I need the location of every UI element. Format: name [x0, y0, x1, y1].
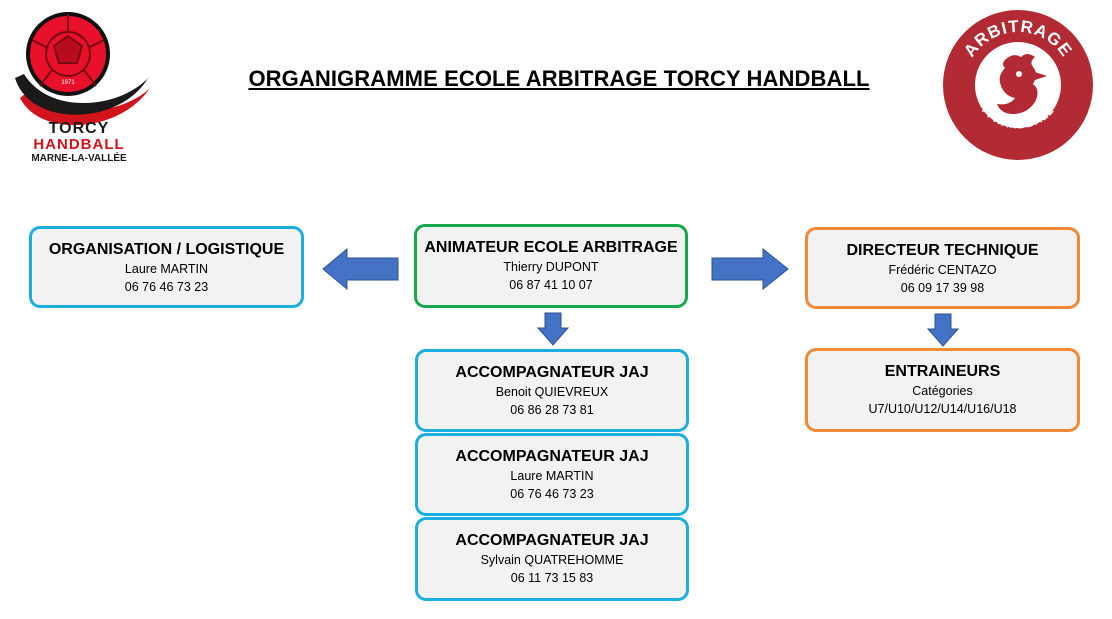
logo-year: 1971	[61, 80, 75, 86]
handball-ball-icon: 1971	[15, 12, 150, 126]
box-name: Frédéric CENTAZO	[888, 263, 997, 277]
box-categories-label: Catégories	[912, 384, 973, 398]
logo-torcy-text: TORCY	[48, 120, 110, 137]
box-name: Benoit QUIEVREUX	[495, 385, 609, 399]
box-phone: 06 86 28 73 81	[510, 403, 594, 417]
box-phone: 06 11 73 15 83	[510, 571, 594, 585]
box-phone: 06 09 17 39 98	[900, 281, 985, 295]
arrow-right-icon	[711, 248, 789, 290]
box-accompagnateur-jaj-2: ACCOMPAGNATEUR JAJ Laure MARTIN 06 76 46…	[415, 433, 689, 516]
arrow-left-icon	[322, 248, 399, 290]
box-entraineurs: ENTRAINEURS Catégories U7/U10/U12/U14/U1…	[805, 348, 1080, 432]
box-title: ACCOMPAGNATEUR JAJ	[455, 532, 649, 549]
torcy-handball-logo: 1971 TORCY HANDBALL MARNE-LA-VALLÉE	[10, 8, 160, 168]
box-name: Laure MARTIN	[510, 469, 594, 483]
box-directeur-technique: DIRECTEUR TECHNIQUE Frédéric CENTAZO 06 …	[805, 227, 1080, 309]
box-name: Sylvain QUATREHOMME	[480, 553, 624, 567]
rooster-icon	[997, 54, 1047, 114]
box-accompagnateur-jaj-3: ACCOMPAGNATEUR JAJ Sylvain QUATREHOMME 0…	[415, 517, 689, 601]
box-title: ACCOMPAGNATEUR JAJ	[455, 448, 649, 465]
box-title: ENTRAINEURS	[884, 363, 1001, 380]
box-title: ANIMATEUR ECOLE ARBITRAGE	[424, 239, 678, 256]
box-title: ACCOMPAGNATEUR JAJ	[455, 364, 649, 381]
arrow-down-icon	[537, 312, 569, 346]
logo-handball-text: HANDBALL	[33, 136, 125, 153]
box-name: Thierry DUPONT	[503, 260, 599, 274]
box-phone: 06 76 46 73 23	[124, 280, 209, 294]
box-organisation-logistique: ORGANISATION / LOGISTIQUE Laure MARTIN 0…	[29, 226, 304, 308]
box-phone: 06 76 46 73 23	[510, 487, 594, 501]
box-accompagnateur-jaj-1: ACCOMPAGNATEUR JAJ Benoit QUIEVREUX 06 8…	[415, 349, 689, 432]
arrow-down-icon	[927, 313, 959, 347]
box-categories-list: U7/U10/U12/U14/U16/U18	[868, 402, 1017, 416]
box-title: DIRECTEUR TECHNIQUE	[846, 242, 1039, 259]
box-animateur-ecole-arbitrage: ANIMATEUR ECOLE ARBITRAGE Thierry DUPONT…	[414, 224, 688, 308]
box-name: Laure MARTIN	[124, 262, 209, 276]
logo-marne-text: MARNE-LA-VALLÉE	[31, 153, 127, 164]
page-title: ORGANIGRAMME ECOLE ARBITRAGE TORCY HANDB…	[248, 66, 870, 91]
arbitrage-ffhandball-logo: ARBITRAGE FFHANDBALL	[943, 10, 1093, 160]
box-phone: 06 87 41 10 07	[509, 278, 593, 292]
box-title: ORGANISATION / LOGISTIQUE	[48, 241, 285, 258]
